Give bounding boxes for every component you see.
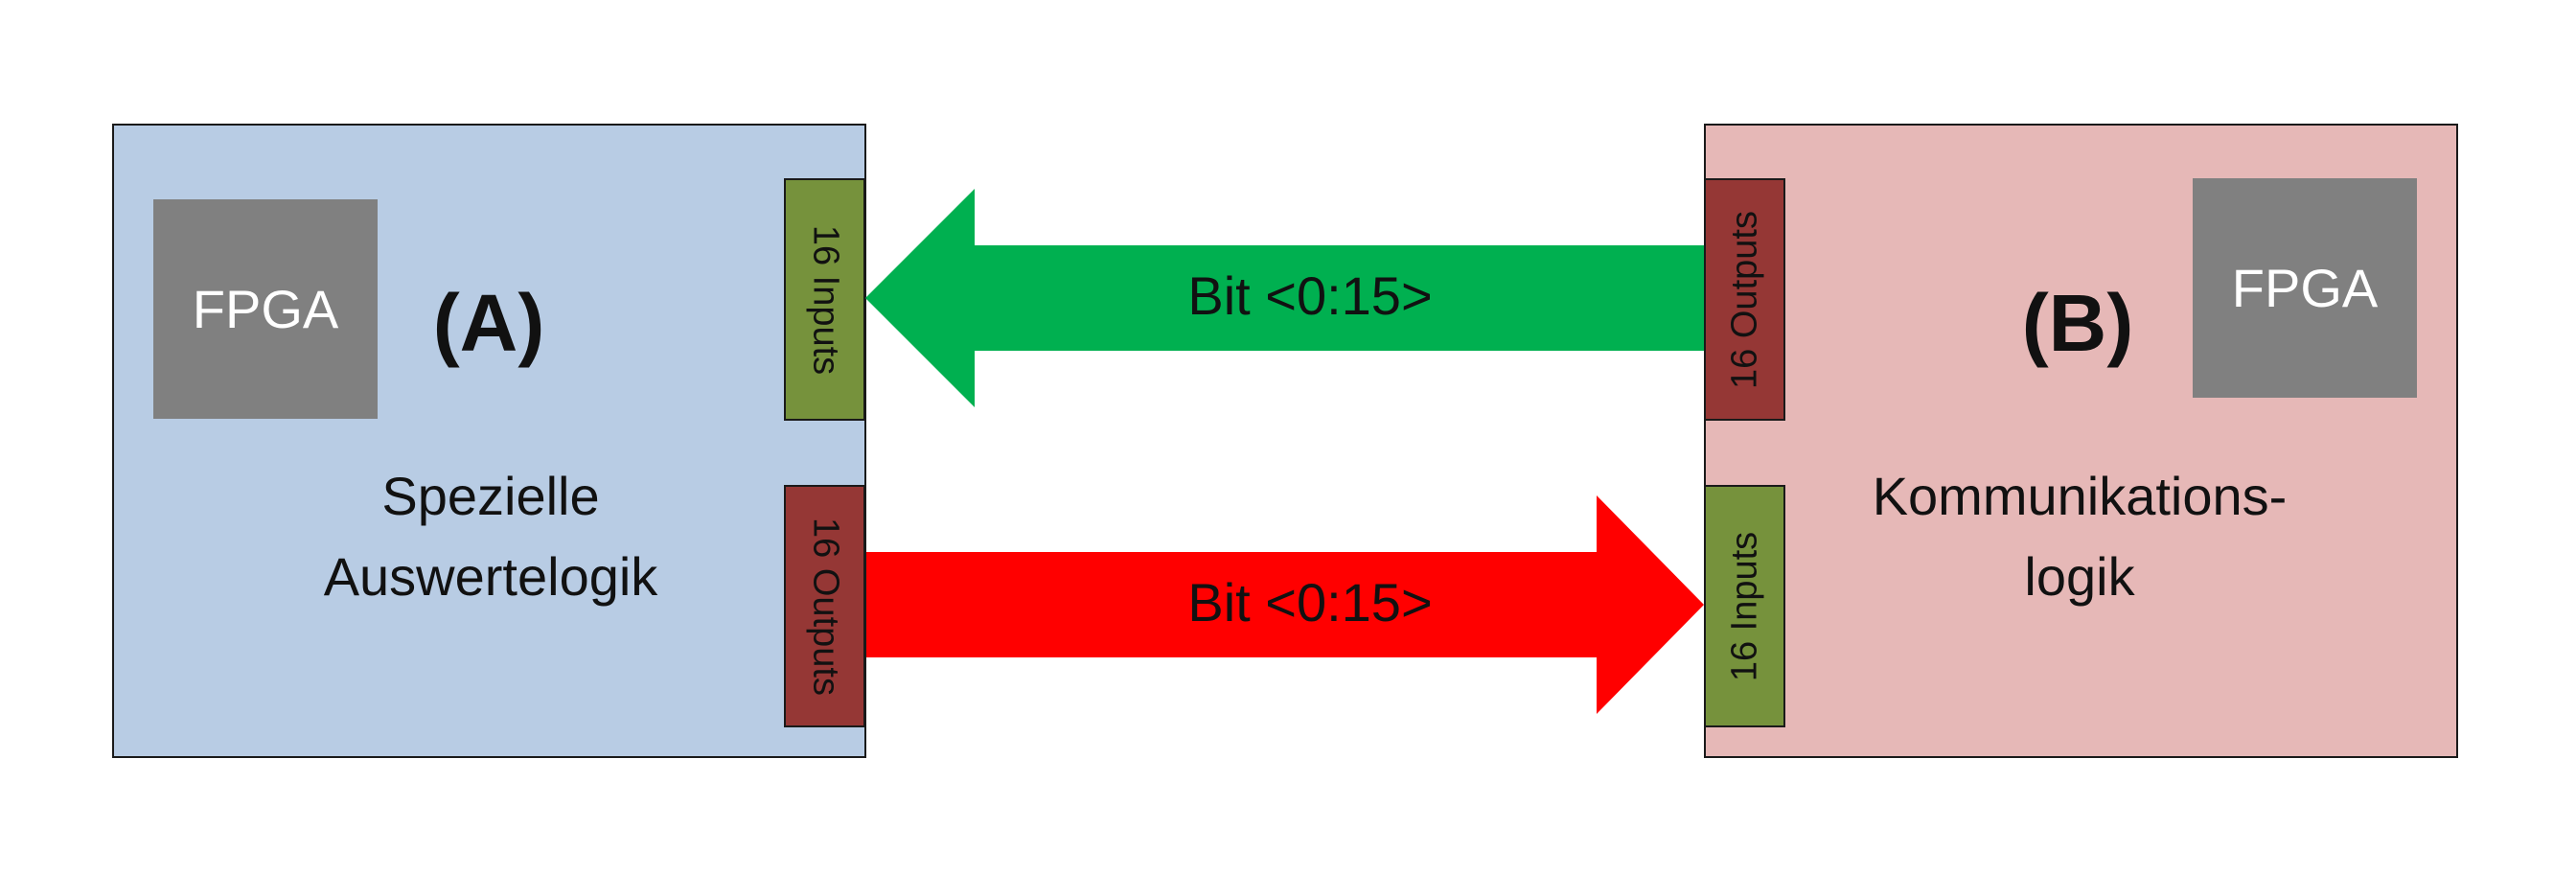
block-b-description-line-1: Kommunikations- — [1872, 466, 2288, 526]
block-b-output-port: 16 Outputs — [1704, 178, 1785, 421]
fpga-chip-a-label: FPGA — [192, 279, 339, 339]
block-b-input-port: 16 Inputs — [1704, 485, 1785, 727]
block-b-description: Kommunikations- logik — [1792, 456, 2367, 617]
block-a-output-port: 16 Outputs — [784, 485, 865, 727]
fpga-chip-a: FPGA — [153, 199, 378, 419]
block-a-description-line-1: Spezielle — [381, 466, 600, 526]
block-a-input-port: 16 Inputs — [784, 178, 865, 421]
block-a-description-line-2: Auswertelogik — [323, 546, 658, 607]
arrow-b-to-a-label: Bit <0:15> — [1187, 265, 1433, 326]
arrow-a-to-b — [866, 495, 1704, 714]
arrow-a-to-b-label: Bit <0:15> — [1187, 572, 1433, 632]
block-b-id: (B) — [2021, 278, 2134, 368]
block-b-description-line-2: logik — [2024, 546, 2135, 607]
block-a-description: Spezielle Auswertelogik — [203, 456, 778, 617]
fpga-chip-b-label: FPGA — [2231, 258, 2379, 318]
fpga-chip-b: FPGA — [2193, 178, 2417, 398]
arrow-b-to-a — [865, 189, 1704, 407]
block-a-id: (A) — [432, 278, 545, 368]
